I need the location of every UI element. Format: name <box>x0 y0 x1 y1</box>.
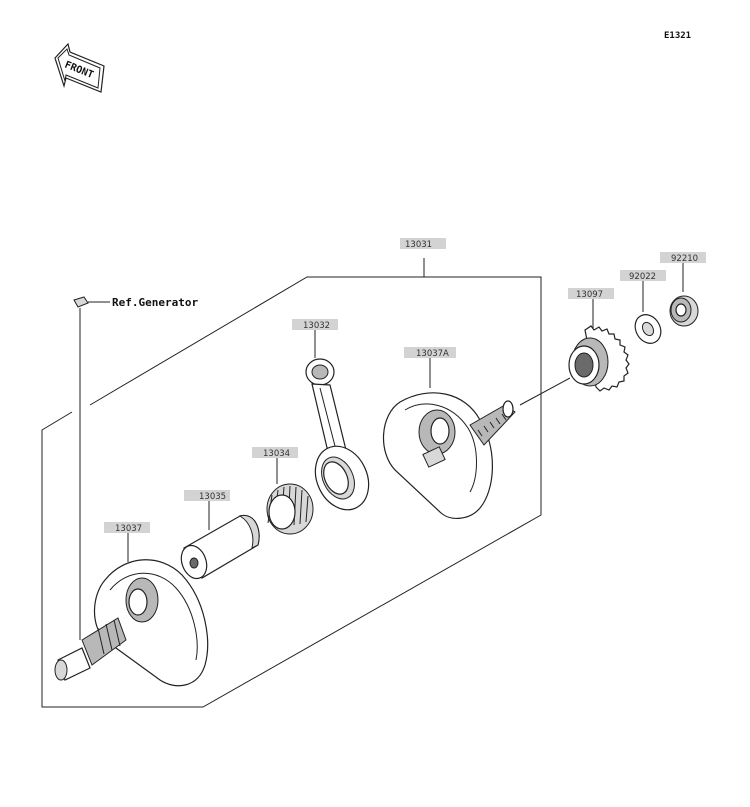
svg-text:13037A: 13037A <box>416 349 449 359</box>
ref-generator-label: Ref.Generator <box>112 296 198 309</box>
nut-92210-icon <box>669 295 699 327</box>
part-tag-13032[interactable]: 13032 <box>292 319 338 331</box>
svg-text:13031: 13031 <box>405 240 432 250</box>
svg-text:13037: 13037 <box>115 524 142 534</box>
front-arrow-icon: FRONT <box>54 42 105 93</box>
part-tag-13034[interactable]: 13034 <box>252 447 298 459</box>
part-tag-13031[interactable]: 13031 <box>400 238 446 250</box>
crank-pin-13035-icon <box>180 514 260 580</box>
connecting-rod-13032-icon <box>305 358 370 511</box>
crank-half-13037A-icon <box>383 392 516 519</box>
part-tag-13037A[interactable]: 13037A <box>404 347 456 359</box>
gear-13097-icon <box>568 325 630 392</box>
svg-text:13032: 13032 <box>303 321 330 331</box>
part-tag-92022[interactable]: 92022 <box>620 270 666 282</box>
ref-generator-callout: Ref.Generator <box>73 296 198 640</box>
needle-bearing-13034-icon <box>266 483 314 535</box>
diagram-code: E1321 <box>664 31 691 41</box>
part-tag-13037[interactable]: 13037 <box>104 522 150 534</box>
svg-text:13035: 13035 <box>199 492 226 502</box>
washer-92022-icon <box>634 314 662 344</box>
svg-text:13097: 13097 <box>576 290 603 300</box>
svg-text:92210: 92210 <box>671 254 698 264</box>
part-tag-13035[interactable]: 13035 <box>184 490 230 502</box>
crank-half-13037-icon <box>54 559 209 687</box>
part-tag-92210[interactable]: 92210 <box>660 252 706 264</box>
svg-text:92022: 92022 <box>629 272 656 282</box>
svg-text:13034: 13034 <box>263 449 290 459</box>
assembly-bracket <box>41 258 542 708</box>
part-tag-13097[interactable]: 13097 <box>568 288 614 300</box>
